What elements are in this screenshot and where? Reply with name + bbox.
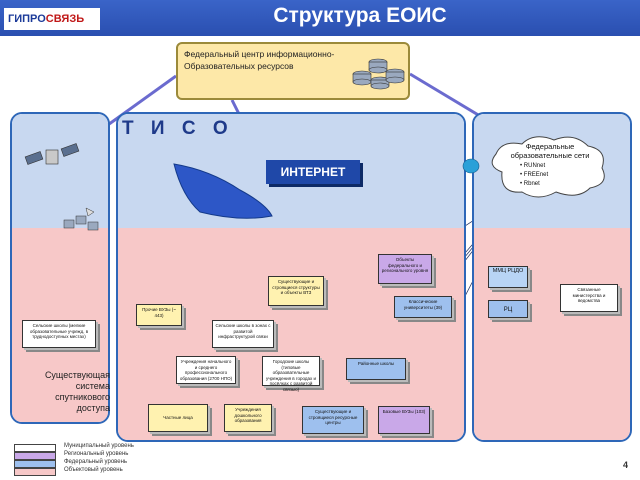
page-number: 4	[622, 460, 628, 470]
legend-swatch-regional	[14, 452, 56, 460]
logo-part-b: СВЯЗЬ	[45, 13, 85, 25]
federal-networks-cloud	[491, 136, 605, 198]
federal-networks-list: • RUNnet • FREEnet • Rbnet	[520, 162, 548, 189]
legend-swatch-federal	[14, 460, 56, 468]
box-classic-universities: Классические университеты (39)	[394, 296, 452, 318]
legend-label-regional: Региональный уровень	[64, 451, 129, 457]
box-comm-ministries: Связанные министерства и ведомства	[560, 284, 618, 312]
federal-networks-title: Федеральные образовательные сети	[510, 142, 590, 160]
box-prof-institutions: Учреждения начального и среднего професс…	[176, 356, 236, 384]
federal-zone-bottom	[474, 228, 630, 440]
legend-label-federal: Федеральный уровень	[64, 459, 128, 465]
internet-label: ИНТЕРНЕТ	[266, 160, 360, 184]
box-existing-structures: Существующие и строящиеся структуры и об…	[268, 276, 324, 306]
logo: ГИПРОСВЯЗЬ	[4, 8, 100, 30]
box-resource-centers: Существующие и строящиеся ресурсные цент…	[302, 406, 364, 434]
box-rc: РЦ	[488, 300, 528, 318]
federal-network-item: • Rbnet	[520, 181, 540, 187]
federal-center-label: Федеральный центр информационно-Образова…	[184, 49, 335, 71]
federal-network-item: • RUNnet	[520, 163, 546, 169]
box-preschool: Учреждения дошкольного образования	[224, 404, 272, 432]
tiso-network-shape	[173, 163, 273, 219]
federal-network-item: • FREEnet	[520, 172, 549, 178]
header-bar	[0, 0, 640, 36]
legend-swatch-municipal	[14, 444, 56, 452]
database-icon	[352, 58, 405, 90]
legend-swatch-object	[14, 468, 56, 476]
box-other-vuz: Прочие ВУЗы (~ 443)	[136, 304, 182, 326]
satellite-zone-label: Существующая система спутникового доступ…	[44, 370, 110, 413]
box-regional-schools: Районные школы	[346, 358, 406, 380]
box-urban-schools: Городские школы (типовые образовательные…	[262, 356, 320, 392]
legend-label-object: Объектовый уровень	[64, 467, 123, 473]
logo-part-a: ГИПРО	[8, 13, 46, 25]
box-rural-schools: Сельские школы в зонах с развитой инфрас…	[212, 320, 274, 348]
satellite-icon	[24, 143, 80, 165]
box-private-persons: Частные лица	[148, 404, 208, 432]
ground-station-icon	[63, 207, 99, 231]
box-federal-regional: Объекты федерального и регионального уро…	[378, 254, 432, 284]
box-satellite-schools: Сельские школы (мелкие образовательные у…	[22, 320, 96, 348]
legend-label-municipal: Муниципальный уровень	[64, 443, 134, 449]
box-mmc: ММЦ РЦДО	[488, 266, 528, 288]
federal-zone	[472, 112, 632, 442]
box-base-vuz: Базовые ВУЗы (103)	[378, 406, 430, 434]
globe-icon	[462, 158, 480, 174]
tiso-label: Т И С О	[122, 118, 234, 139]
page-title: Структура ЕОИС	[273, 4, 447, 27]
